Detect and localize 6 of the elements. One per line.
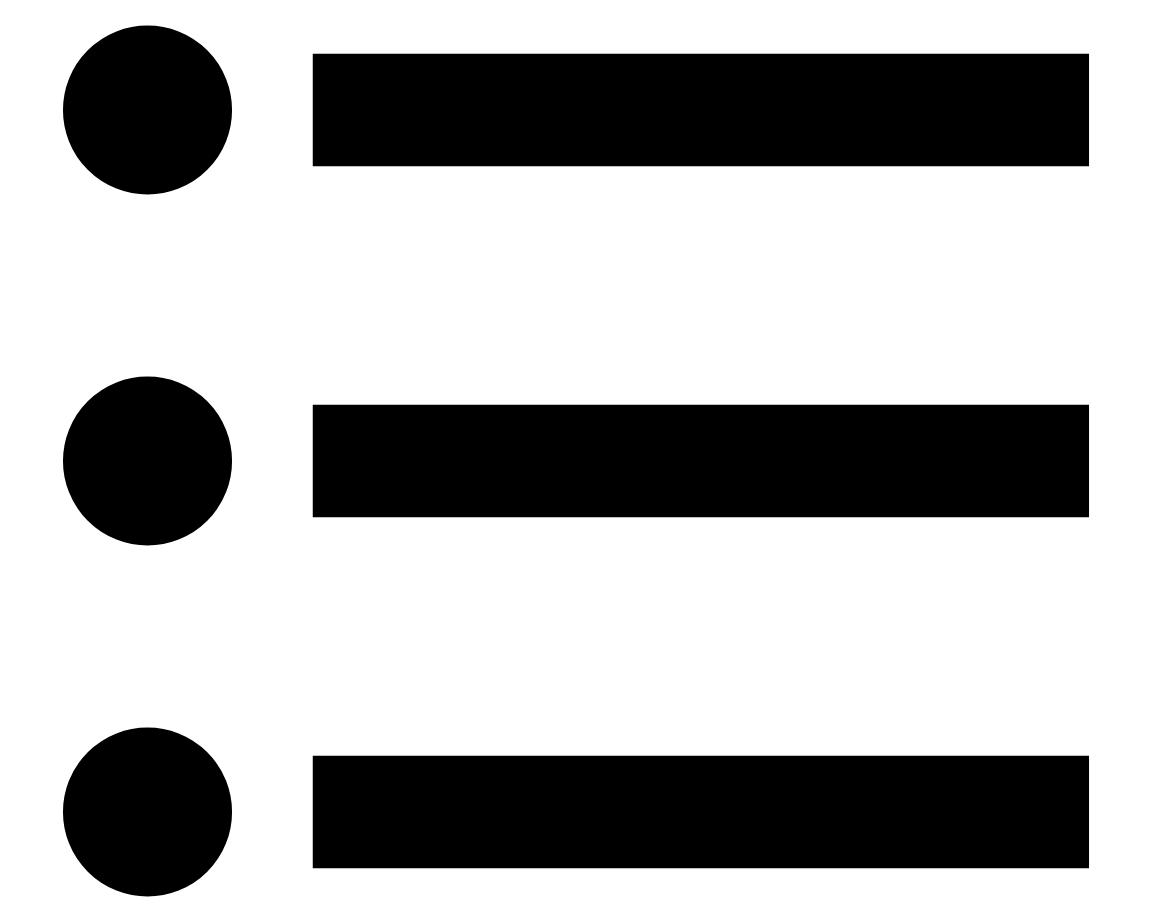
node-circle [61, 376, 232, 546]
node-circle [61, 25, 232, 195]
node-circle [61, 727, 232, 897]
node-bar [311, 755, 1089, 869]
node-bar [311, 53, 1089, 167]
node-bar [311, 404, 1089, 518]
